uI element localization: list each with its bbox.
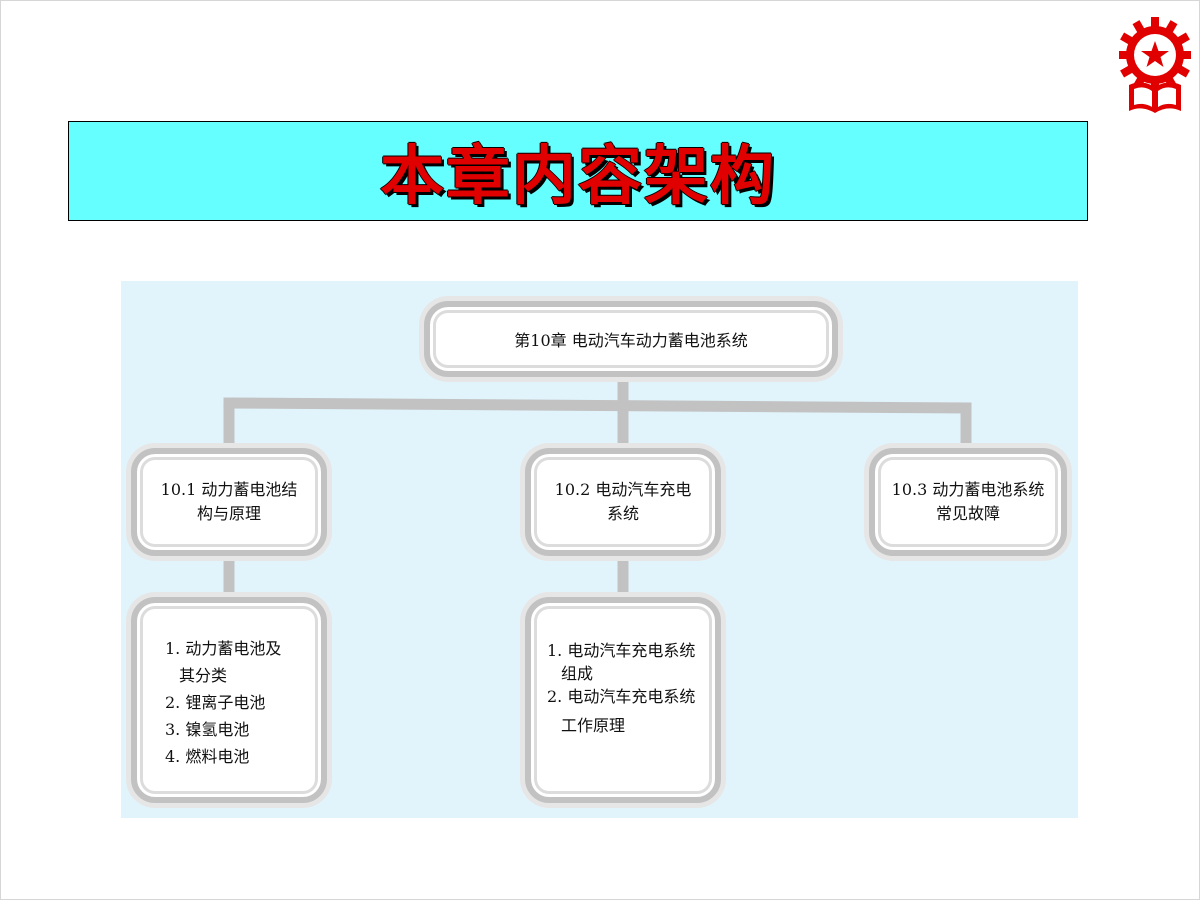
connector-lines bbox=[223, 375, 972, 601]
list-item: 2. 锂离子电池 bbox=[165, 693, 266, 712]
list-item: 2. 电动汽车充电系统 bbox=[547, 687, 696, 706]
section-items-10-2: 1. 电动汽车充电系统 组成 2. 电动汽车充电系统 工作原理 bbox=[525, 597, 721, 803]
list-item: 4. 燃料电池 bbox=[165, 747, 250, 766]
section-node-10-2: 10.2 电动汽车充电 系统 bbox=[525, 448, 721, 556]
root-node-label: 第10章 电动汽车动力蓄电池系统 bbox=[514, 331, 748, 350]
list-item: 3. 镍氢电池 bbox=[165, 720, 250, 739]
section-node-label: 系统 bbox=[606, 504, 639, 523]
org-chart: 第10章 电动汽车动力蓄电池系统 10.1 动力蓄电池结 构与原理 10.2 电… bbox=[121, 281, 1078, 818]
section-node-10-3: 10.3 动力蓄电池系统 常见故障 bbox=[869, 448, 1067, 556]
section-node-label: 10.1 动力蓄电池结 bbox=[160, 480, 298, 499]
list-item: 组成 bbox=[561, 664, 594, 683]
list-item: 工作原理 bbox=[561, 716, 626, 735]
section-node-10-1: 10.1 动力蓄电池结 构与原理 bbox=[131, 448, 327, 556]
section-items-10-1: 1. 动力蓄电池及 其分类 2. 锂离子电池 3. 镍氢电池 4. 燃料电池 bbox=[131, 597, 327, 803]
list-item: 1. 动力蓄电池及 bbox=[165, 639, 282, 658]
section-node-label: 常见故障 bbox=[935, 504, 1000, 523]
gear-star-book-emblem-icon bbox=[1117, 15, 1193, 117]
section-node-label: 构与原理 bbox=[196, 504, 261, 523]
list-item: 其分类 bbox=[179, 666, 228, 685]
section-node-label: 10.2 电动汽车充电 bbox=[554, 480, 692, 499]
root-node: 第10章 电动汽车动力蓄电池系统 bbox=[424, 301, 838, 377]
list-item: 1. 电动汽车充电系统 bbox=[547, 641, 696, 660]
slide-title: 本章内容架构 bbox=[380, 140, 776, 214]
title-banner: 本章内容架构 bbox=[68, 121, 1088, 221]
section-node-label: 10.3 动力蓄电池系统 bbox=[891, 480, 1045, 499]
